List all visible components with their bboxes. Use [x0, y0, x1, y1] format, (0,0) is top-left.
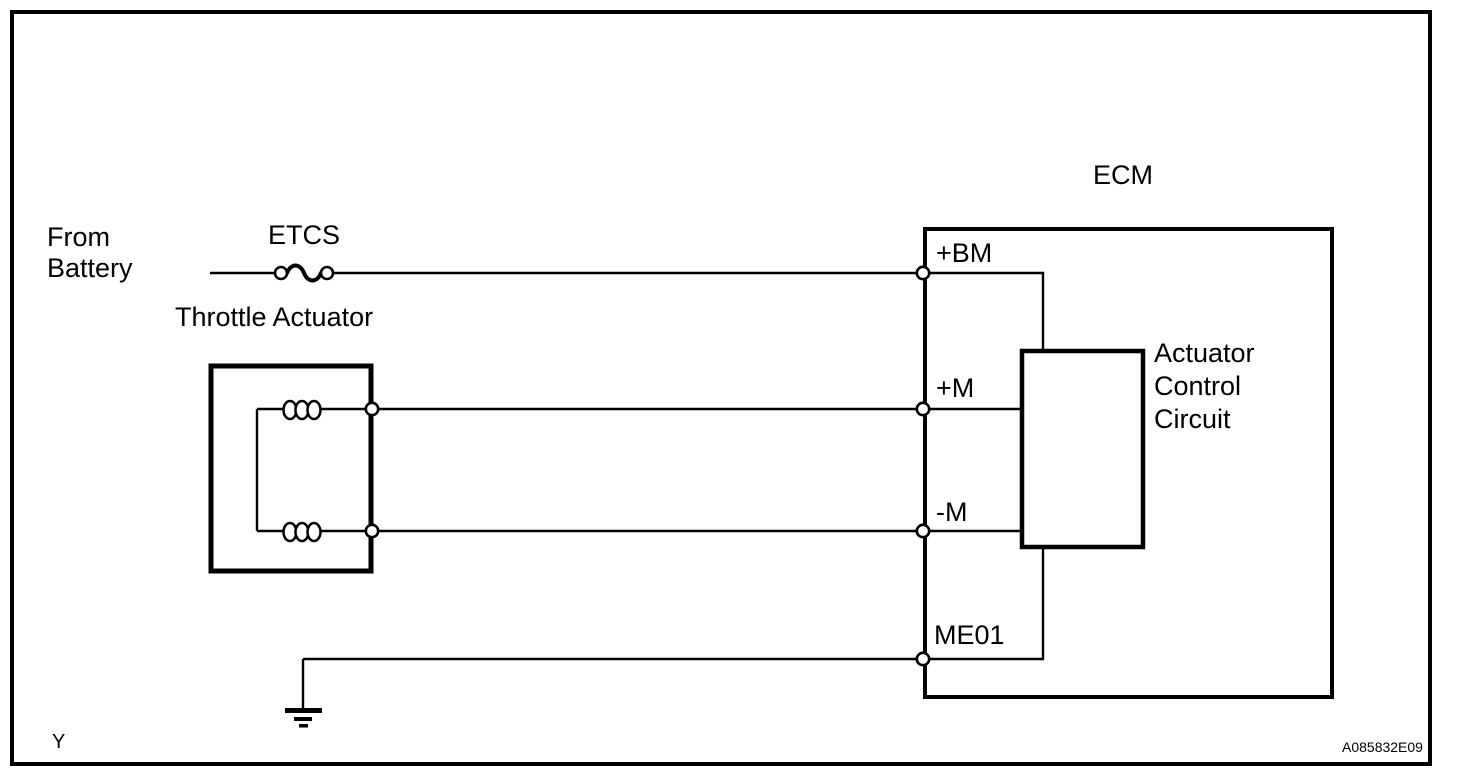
label-page-marker: Y [52, 731, 66, 753]
label-from-battery: From Battery [47, 222, 133, 284]
ecm-box [923, 227, 1334, 699]
wire-me01-internal [923, 547, 1045, 661]
throttle-actuator-box [208, 363, 374, 574]
terminal-dot-actuator-plus [364, 401, 380, 417]
label-from-battery-line1: From [47, 222, 110, 252]
label-acc-line1: Actuator [1154, 338, 1255, 368]
label-figure-code: A085832E09 [1342, 739, 1423, 755]
terminal-dot-me01 [915, 651, 931, 667]
label-terminal-me01: ME01 [934, 620, 1005, 650]
label-acc-line3: Circuit [1154, 404, 1231, 434]
terminal-dot-bm [915, 265, 931, 281]
fuse-terminal-right [319, 265, 335, 281]
terminal-dot-actuator-minus [364, 523, 380, 539]
label-ecm: ECM [1093, 160, 1153, 190]
coil-icon-top [282, 399, 322, 421]
fuse-icon [273, 263, 335, 283]
terminal-dot-plus-m [915, 401, 931, 417]
wires [210, 271, 1045, 709]
coil-icon-bottom [282, 521, 322, 543]
ground-icon [285, 708, 322, 728]
terminal-dot-minus-m [915, 523, 931, 539]
label-terminal-bm: +BM [936, 238, 993, 268]
actuator-control-circuit-box [1019, 348, 1146, 550]
label-throttle-actuator: Throttle Actuator [175, 302, 374, 332]
wire-bm-internal [923, 271, 1045, 351]
terminal-dots [364, 265, 931, 667]
diagram-border [10, 10, 1432, 766]
fuse-element [285, 263, 323, 283]
label-terminal-plus-m: +M [936, 373, 975, 403]
label-etcs-fuse: ETCS [268, 220, 341, 250]
label-acc-line2: Control [1154, 371, 1242, 401]
label-actuator-control-circuit: Actuator Control Circuit [1154, 337, 1255, 436]
label-from-battery-line2: Battery [47, 253, 133, 283]
fuse-terminal-left [273, 265, 289, 281]
label-terminal-minus-m: -M [936, 497, 968, 527]
